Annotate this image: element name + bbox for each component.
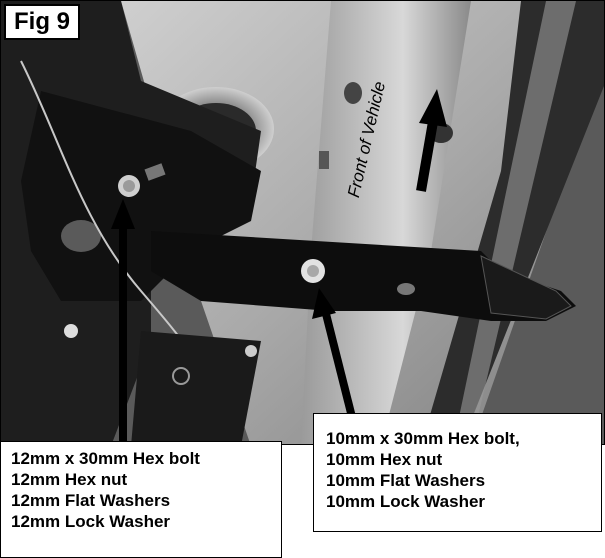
callout-right-line: 10mm x 30mm Hex bolt, xyxy=(326,429,520,448)
photo xyxy=(0,0,605,445)
vehicle-underside-photo xyxy=(1,1,604,444)
figure-label: Fig 9 xyxy=(4,4,81,40)
callout-left-line: 12mm x 30mm Hex bolt xyxy=(11,449,200,468)
callout-left: 12mm x 30mm Hex bolt 12mm Hex nut 12mm F… xyxy=(0,441,282,558)
callout-left-line: 12mm Hex nut xyxy=(11,470,128,489)
callout-right-line: 10mm Lock Washer xyxy=(326,492,486,511)
callout-right-line: 10mm Hex nut xyxy=(326,450,443,469)
callout-right-line: 10mm Flat Washers xyxy=(326,471,486,490)
callout-left-line: 12mm Lock Washer xyxy=(11,512,171,531)
callout-right: 10mm x 30mm Hex bolt, 10mm Hex nut 10mm … xyxy=(313,413,602,532)
callout-left-line: 12mm Flat Washers xyxy=(11,491,171,510)
